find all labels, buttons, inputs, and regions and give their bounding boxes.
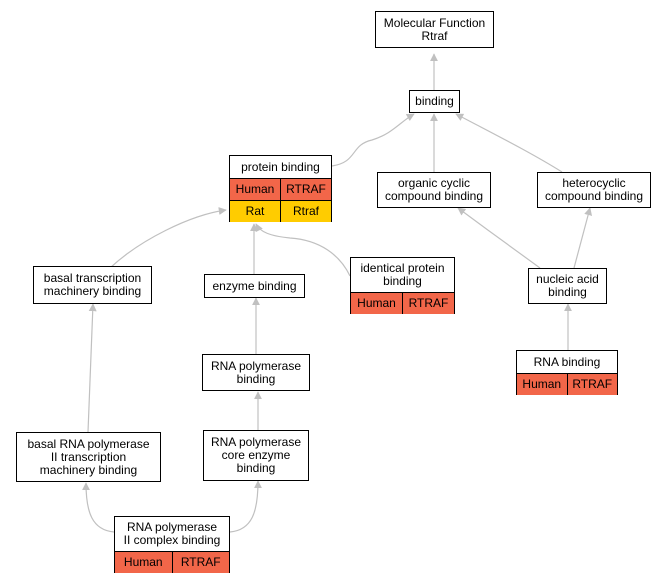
node-label: RNA polymerase (126, 520, 218, 534)
node-rna-polymerase-binding[interactable]: RNA polymerase binding (202, 354, 310, 391)
node-basal-rna-polymerase-ii-transcription-machinery-binding[interactable]: basal RNA polymerase II transcription ma… (16, 432, 161, 482)
node-label: basal transcription (43, 271, 142, 285)
annotation-row-human: Human RTRAF (351, 292, 454, 314)
node-label: protein binding (241, 159, 320, 174)
node-label: basal RNA polymerase (27, 436, 150, 451)
node-label: binding (236, 371, 276, 386)
node-protein-binding[interactable]: protein binding Human RTRAF Rat Rtraf (229, 155, 332, 222)
node-label: machinery binding (43, 284, 142, 298)
node-heterocyclic-compound-binding[interactable]: heterocyclic compound binding (537, 172, 651, 208)
node-label: Rtraf (421, 28, 448, 43)
node-molecular-function-rtraf[interactable]: Molecular Function Rtraf (375, 11, 494, 48)
node-label: II transcription (50, 449, 127, 464)
node-rna-binding[interactable]: RNA binding Human RTRAF (516, 350, 618, 395)
edge-protein-to-binding (331, 113, 415, 167)
edge-nucleic-to-organic (457, 207, 541, 269)
node-label: binding (548, 285, 587, 299)
edge-heterocyclic-to-binding (455, 113, 563, 173)
species-label: Human (123, 555, 163, 569)
edge-complex-to-basalrna (82, 482, 115, 533)
node-label: machinery binding (39, 462, 138, 477)
node-label: II complex binding (123, 533, 221, 547)
species-label: Human (357, 296, 396, 310)
node-label: binding (383, 274, 422, 288)
node-enzyme-binding[interactable]: enzyme binding (204, 274, 305, 298)
node-basal-transcription-machinery-binding[interactable]: basal transcription machinery binding (33, 266, 152, 304)
node-label: binding (236, 461, 276, 475)
edge-basalrna-to-basal (87, 303, 97, 433)
annotation-row-human: Human RTRAF (517, 373, 617, 395)
node-binding[interactable]: binding (409, 90, 460, 113)
annotation-row-human: Human RTRAF (230, 178, 331, 200)
gene-label: RTRAF (566, 374, 618, 395)
gene-label: RTRAF (280, 179, 331, 200)
edge-nucleic-to-heterocyclic (573, 207, 593, 269)
species-label: Human (235, 182, 275, 196)
node-label: core enzyme (221, 448, 291, 462)
node-label: enzyme binding (212, 278, 297, 293)
node-rna-polymerase-ii-complex-binding[interactable]: RNA polymerase II complex binding Human … (114, 516, 230, 573)
node-label: compound binding (384, 189, 484, 203)
edge-basal-to-protein (109, 207, 227, 269)
node-rna-polymerase-core-enzyme-binding[interactable]: RNA polymerase core enzyme binding (203, 430, 309, 481)
gene-label: Rtraf (280, 201, 331, 222)
edge-identical-to-protein (255, 223, 351, 277)
node-label: compound binding (544, 189, 644, 203)
node-identical-protein-binding[interactable]: identical protein binding Human RTRAF (350, 257, 455, 314)
node-label: Molecular Function (383, 15, 486, 30)
node-label: heterocyclic (562, 176, 626, 190)
node-label: binding (415, 94, 454, 108)
node-organic-cyclic-compound-binding[interactable]: organic cyclic compound binding (377, 172, 491, 208)
gene-label: RTRAF (402, 293, 454, 314)
node-label: identical protein (360, 261, 445, 275)
node-label: nucleic acid (536, 272, 599, 286)
node-nucleic-acid-binding[interactable]: nucleic acid binding (528, 268, 607, 304)
node-label: RNA binding (533, 354, 601, 369)
species-label: Rat (245, 204, 265, 218)
node-label: RNA polymerase (210, 435, 302, 449)
species-label: Human (522, 377, 562, 391)
node-label: RNA polymerase (210, 358, 302, 373)
node-label: organic cyclic (397, 176, 471, 190)
edge-complex-to-core (229, 480, 262, 533)
annotation-row-rat: Rat Rtraf (230, 200, 331, 222)
annotation-row-human: Human RTRAF (115, 551, 229, 573)
gene-label: RTRAF (171, 552, 230, 573)
